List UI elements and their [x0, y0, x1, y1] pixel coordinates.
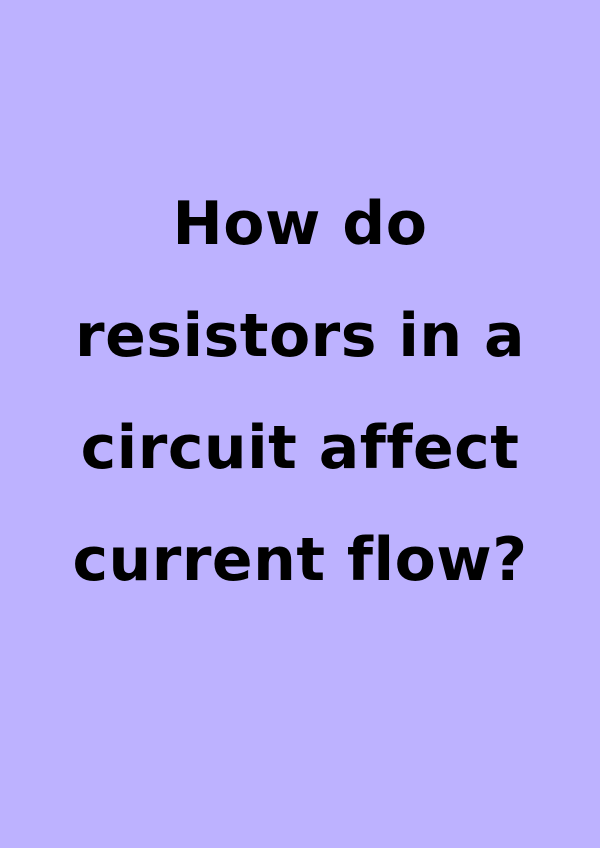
question-line-1: How do	[172, 189, 428, 259]
question-line-4: current flow?	[72, 525, 528, 595]
question-line-3: circuit affect	[80, 413, 520, 483]
question-text: How do resistors in a circuit affect cur…	[40, 168, 560, 616]
question-line-2: resistors in a	[74, 301, 526, 371]
